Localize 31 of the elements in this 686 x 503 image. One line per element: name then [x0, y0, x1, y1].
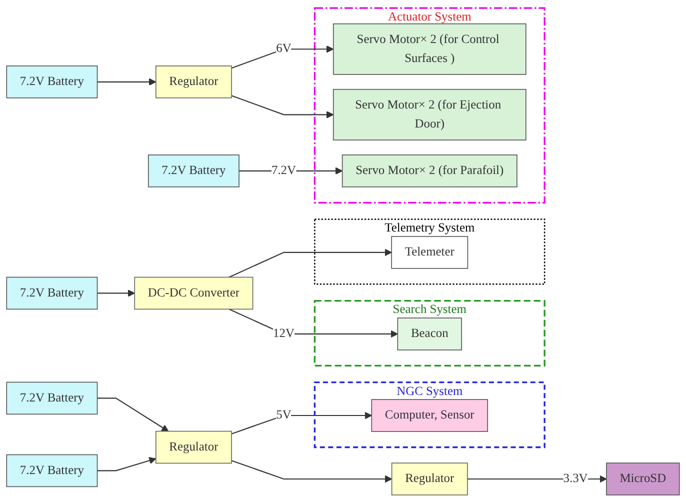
- edge-label: 5V: [276, 408, 292, 422]
- node-box: 7.2V Battery: [6, 382, 98, 415]
- arrow: [97, 398, 169, 432]
- edge-label: 12V: [273, 327, 294, 340]
- arrow: [231, 460, 392, 483]
- arrow: [231, 412, 372, 434]
- node-box: DC-DC Converter: [134, 276, 254, 310]
- node-box: Regulator: [391, 462, 468, 496]
- arrow: [231, 95, 334, 118]
- arrow: [231, 45, 334, 69]
- node-box: Servo Motor× 2 (for Parafoil): [342, 154, 518, 188]
- node-box: Computer, Sensor: [371, 399, 488, 432]
- arrow: [228, 248, 392, 278]
- node-box: Regulator: [155, 430, 232, 464]
- edge-label: 6V: [276, 42, 292, 56]
- node-box: 7.2V Battery: [6, 66, 98, 98]
- node-box: Servo Motor× 2 (for Control Surfaces ): [332, 23, 526, 75]
- node-box: Telemeter: [391, 236, 468, 269]
- arrow: [228, 308, 398, 338]
- edge-label: 3.3V: [563, 472, 588, 486]
- node-box: 7.2V Battery: [148, 154, 240, 188]
- node-box: 7.2V Battery: [6, 276, 98, 310]
- node-box: Regulator: [155, 66, 232, 98]
- node-box: MicroSD: [606, 462, 680, 496]
- arrow: [97, 457, 156, 472]
- node-box: 7.2V Battery: [6, 454, 98, 488]
- arrow: [97, 78, 156, 86]
- arrow: [97, 290, 135, 297]
- node-box: Servo Motor× 2 (for Ejection Door): [332, 88, 526, 140]
- edge-label: 7.2V: [271, 164, 296, 178]
- node-box: Beacon: [397, 318, 462, 350]
